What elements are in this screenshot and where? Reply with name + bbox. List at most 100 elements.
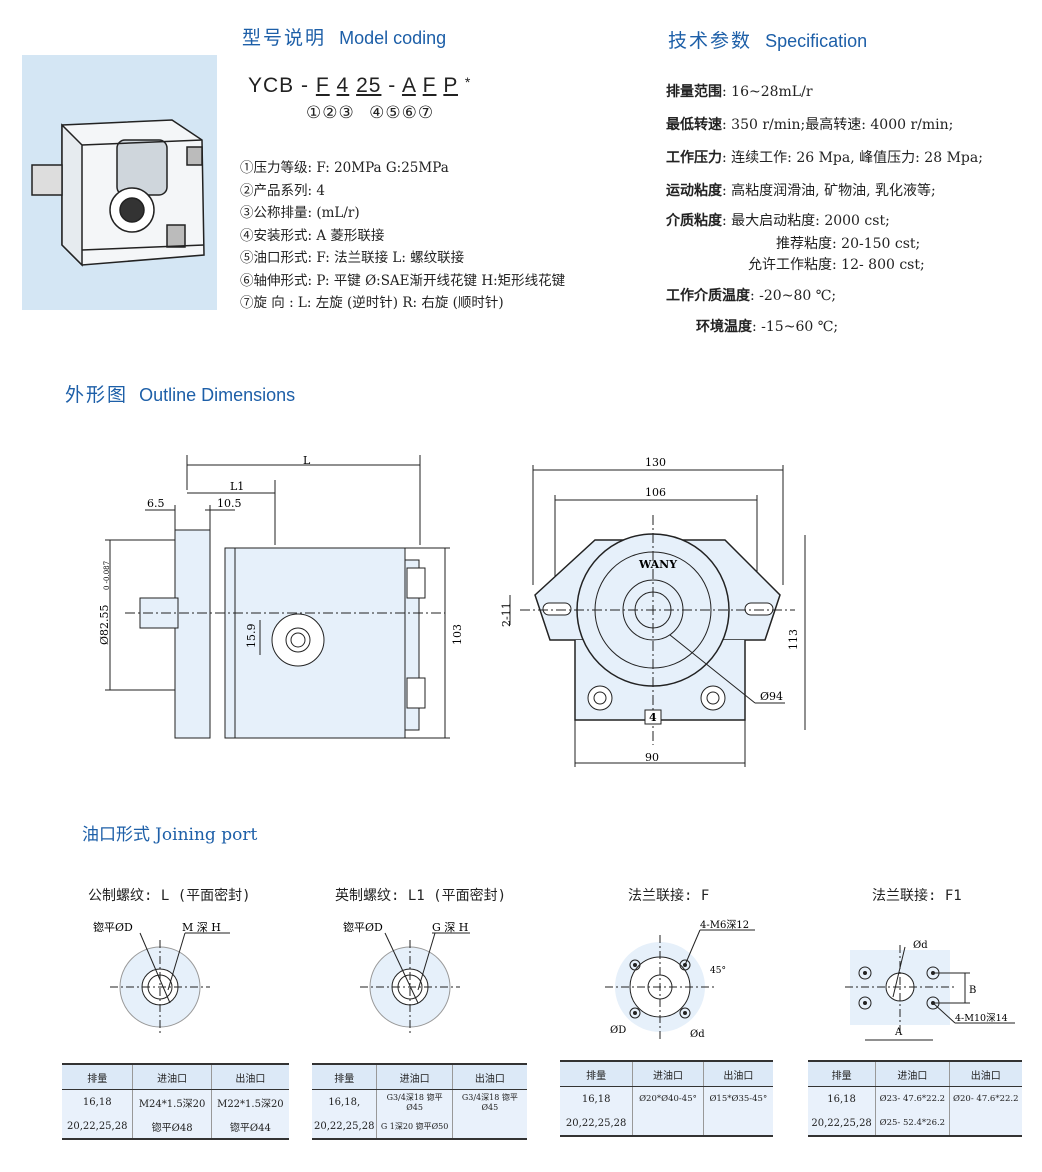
table-header: 进油口: [132, 1064, 212, 1090]
flange-f-drawing: 4-M6深12 45° ØD Ød: [605, 919, 755, 1040]
spec-label: 工作介质温度: [666, 288, 750, 304]
coding-value: : A 菱形联接: [307, 227, 385, 244]
port-title: 法兰联接: F1: [872, 888, 962, 904]
dim-15-9: 15.9: [245, 624, 258, 649]
outline-title-en: Outline Dimensions: [139, 385, 296, 405]
table-cell: 20,22,25,28: [312, 1114, 378, 1139]
port-label: 45°: [710, 966, 726, 976]
table-header: 进油口: [875, 1061, 950, 1087]
port-label: M 深 H: [182, 921, 221, 934]
circled-numbers: ①②③ ④⑤⑥⑦: [306, 103, 434, 123]
table-header: 出油口: [703, 1061, 773, 1087]
spec-row: 工作介质温度: -20~80 ℃;: [666, 283, 1036, 309]
circled-number: ①: [306, 103, 323, 123]
spec-row: 工作压力: 连续工作: 26 Mpa, 峰值压力: 28 Mpa;: [666, 145, 1036, 171]
spec-value: : 16~28mL/r: [722, 84, 813, 100]
table-header: 出油口: [452, 1064, 527, 1090]
dim-94: Ø94: [760, 690, 783, 703]
dim-10-5: 10.5: [217, 497, 242, 510]
port-title: 英制螺纹: L1 (平面密封): [335, 888, 507, 904]
table-cell: 20,22,25,28: [62, 1114, 134, 1139]
table-cell: [632, 1111, 704, 1136]
dim-103: 103: [451, 624, 464, 645]
circled-number: ②: [322, 103, 339, 123]
table-header: 进油口: [632, 1061, 704, 1087]
brand-label: WANY: [638, 558, 677, 571]
joining-port-title-cn: 油口形式: [82, 825, 150, 845]
code-part: F: [315, 74, 330, 97]
coding-line: ①压力等级: F: 20MPa G:25MPa: [240, 157, 565, 180]
coding-line: ③公称排量: (mL/r): [240, 202, 565, 225]
table-header: 排量: [560, 1061, 634, 1087]
spec-value: : 最大启动粘度: 2000 cst;: [722, 213, 890, 229]
spec-label: 最低转速: [666, 117, 722, 133]
coding-line: ⑥轴伸形式: P: 平键 Ø:SAE渐开线花键 H:矩形线花键: [240, 270, 565, 293]
model-coding-title-cn: 型号说明: [242, 27, 327, 49]
dim-2-11: 2-11: [500, 602, 513, 627]
table-header: 出油口: [211, 1064, 289, 1090]
imperial-port-drawing: 锪平ØD G 深 H: [343, 921, 470, 1035]
size-label: 4: [649, 711, 657, 724]
port-label: 4-M6深12: [700, 919, 749, 931]
joining-port-heading: 油口形式 Joining port: [82, 820, 257, 845]
coding-line: ④安装形式: A 菱形联接: [240, 225, 565, 248]
dim-diameter: Ø82.55: [98, 604, 111, 645]
table-cell: M24*1.5深20: [132, 1089, 212, 1114]
coding-label: ④安装形式: [240, 227, 308, 244]
table-row: 20,22,25,28: [560, 1111, 773, 1136]
spec-label: 介质粘度: [666, 213, 722, 229]
code-part: -: [388, 74, 397, 97]
port-label: G 深 H: [432, 921, 468, 934]
model-coding-heading: 型号说明 Model coding: [242, 23, 446, 50]
spec-value: : 350 r/min;最高转速: 4000 r/min;: [722, 117, 954, 133]
specification-heading: 技术参数 Specification: [668, 26, 867, 53]
table-cell: Ø20- 47.6*22.2: [953, 1094, 1019, 1104]
port-label: ØD: [610, 1025, 626, 1036]
spec-value: 推荐粘度: 20-150 cst;: [776, 236, 921, 252]
metric-port-drawing: 锪平ØD M 深 H: [93, 921, 230, 1035]
table-cell: 16,18: [62, 1089, 134, 1114]
port-title: 法兰联接: F: [628, 888, 710, 904]
gear-pump-illustration: [31, 119, 205, 267]
table-cell: 16,18: [808, 1086, 877, 1111]
spec-row: 介质粘度: 最大启动粘度: 2000 cst;: [666, 208, 1036, 234]
spec-row: 排量范围: 16~28mL/r: [666, 79, 1036, 105]
dim-113: 113: [787, 629, 800, 650]
specification-title-cn: 技术参数: [668, 30, 753, 52]
spec-label: 运动粘度: [666, 183, 722, 199]
code-part: 4: [336, 74, 350, 97]
code-part: -: [301, 74, 310, 97]
coding-label: ⑥轴伸形式: [240, 272, 308, 289]
table-header: 进油口: [376, 1064, 453, 1090]
table-cell: 16,18: [560, 1086, 634, 1111]
table-cell: G3/4深18 锪平Ø45: [461, 1093, 518, 1112]
table-cell: [703, 1111, 773, 1136]
outline-title-cn: 外形图: [65, 384, 129, 406]
table-cell: Ø23- 47.6*22.2: [875, 1086, 950, 1111]
table-cell: 20,22,25,28: [808, 1111, 877, 1136]
flange-f1-drawing: Ød B 4-M10深14 A: [845, 940, 1015, 1041]
table-cell: Ø25- 52.4*26.2: [875, 1111, 950, 1136]
port-label: 4-M10深14: [955, 1013, 1008, 1024]
specification-list: 排量范围: 16~28mL/r 最低转速: 350 r/min;最高转速: 40…: [666, 79, 1036, 340]
dim-L1: L1: [230, 480, 244, 493]
model-code: YCB - F 4 25 - A F P *: [248, 74, 471, 98]
code-part: F: [422, 74, 437, 97]
table-header: 排量: [62, 1064, 134, 1090]
spec-value: : 高粘度润滑油, 矿物油, 乳化液等;: [722, 183, 936, 199]
port-label: B: [969, 985, 976, 996]
outline-heading: 外形图 Outline Dimensions: [65, 380, 295, 407]
spec-row: 运动粘度: 高粘度润滑油, 矿物油, 乳化液等;: [666, 178, 1036, 204]
port-label: A: [894, 1027, 903, 1038]
spec-label: 排量范围: [666, 84, 722, 100]
code-part: *: [464, 74, 472, 90]
